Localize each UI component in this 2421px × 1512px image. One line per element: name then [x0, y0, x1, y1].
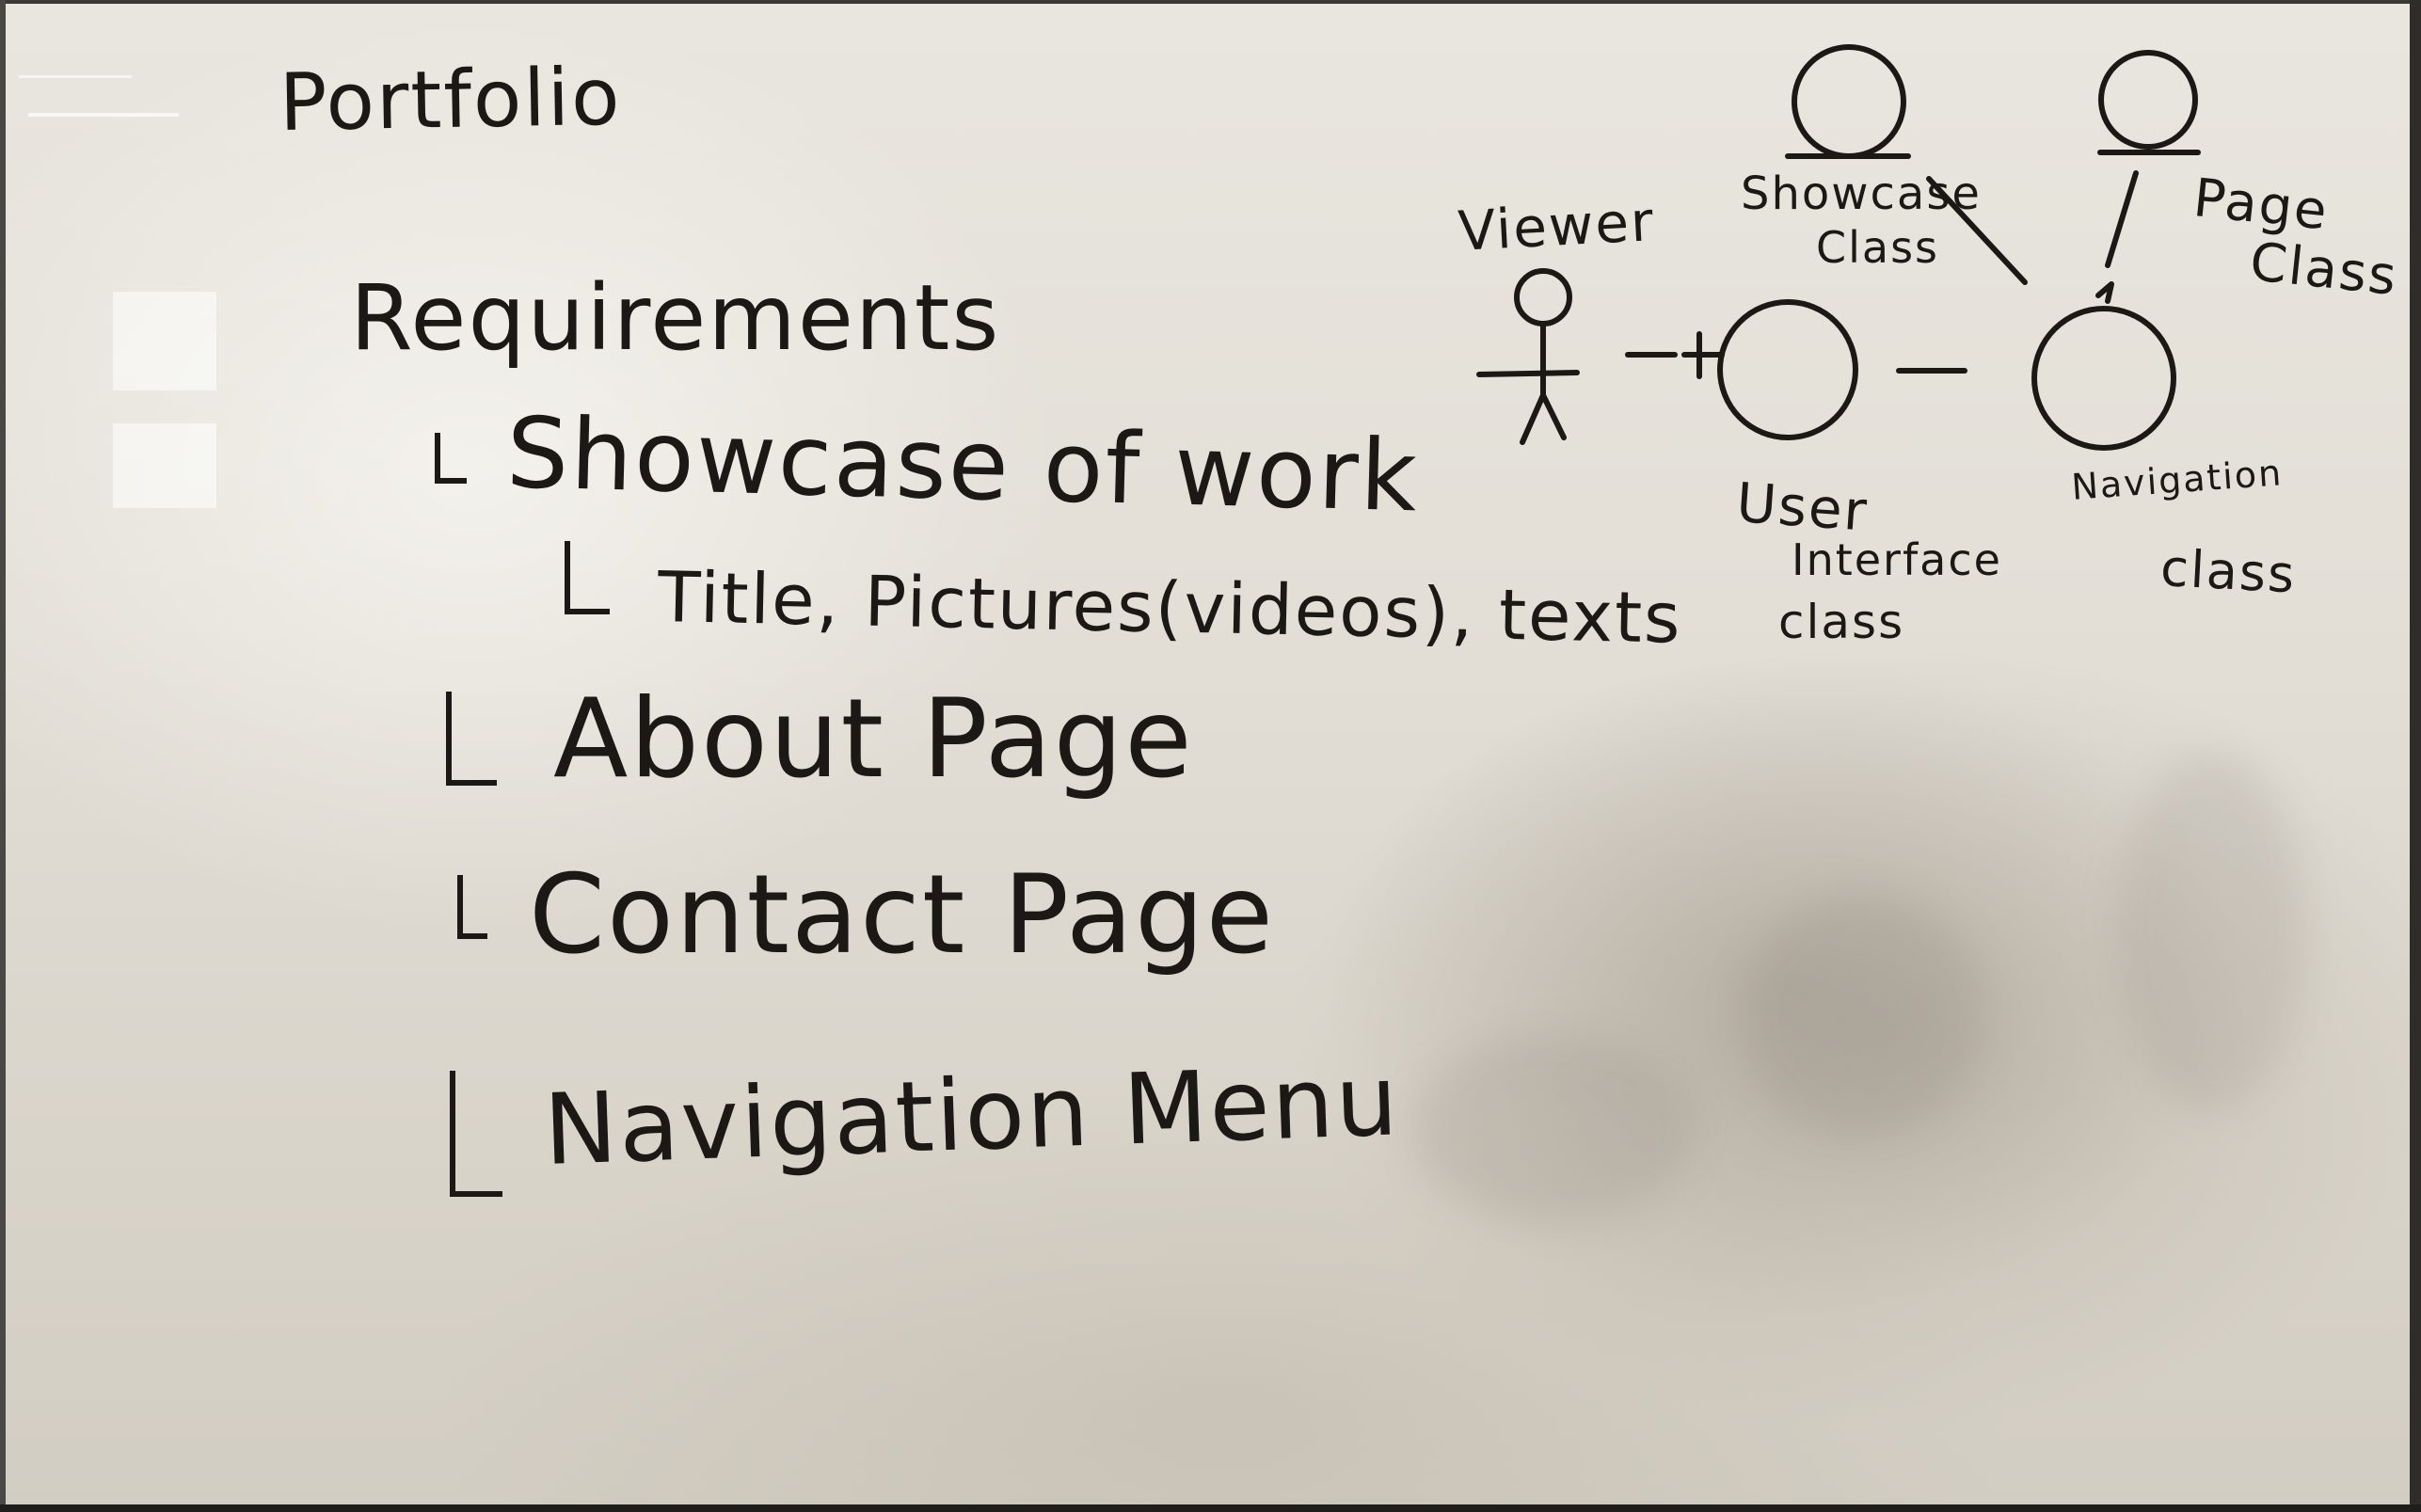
light-reflection — [28, 113, 179, 117]
navigation-class-icon — [2031, 281, 2176, 451]
light-reflection — [19, 75, 132, 78]
showcase-class-label: Showcase — [1741, 167, 1982, 220]
requirement-item-contact: Contact Page — [529, 851, 1276, 979]
tree-branch-mark — [457, 875, 487, 939]
requirements-heading: Requirements — [350, 265, 1001, 371]
window-reflection — [113, 423, 216, 508]
user-interface-class-label: Interface — [1792, 534, 2002, 585]
window-reflection — [113, 292, 216, 390]
board-frame-top — [0, 0, 2421, 4]
eraser-smudge — [1741, 894, 1985, 1138]
tree-branch-mark — [446, 692, 497, 786]
eraser-smudge — [1411, 1035, 1694, 1223]
tree-branch-mark — [450, 1071, 502, 1197]
showcase-class-label: Class — [1816, 222, 1940, 273]
board-frame-left — [0, 0, 6, 1512]
requirement-item-about: About Page — [553, 676, 1194, 803]
tree-branch-mark — [435, 433, 467, 484]
viewer-label: Viewer — [1457, 189, 1657, 263]
user-interface-class-label: User — [1734, 470, 1871, 544]
user-interface-class-label: class — [1778, 595, 1905, 649]
navigation-class-label: class — [2158, 538, 2298, 605]
board-frame-bottom — [0, 1504, 2421, 1512]
user-interface-class-icon — [1681, 299, 1858, 440]
tree-branch-mark — [565, 541, 610, 614]
board-frame-right — [2410, 0, 2421, 1512]
eraser-smudge — [2117, 753, 2305, 1110]
association-line — [1926, 176, 2028, 285]
showcase-class-icon — [1785, 44, 1911, 159]
page-class-icon — [2097, 50, 2201, 155]
association-line — [2105, 170, 2139, 268]
viewer-actor-icon — [1476, 268, 1580, 445]
